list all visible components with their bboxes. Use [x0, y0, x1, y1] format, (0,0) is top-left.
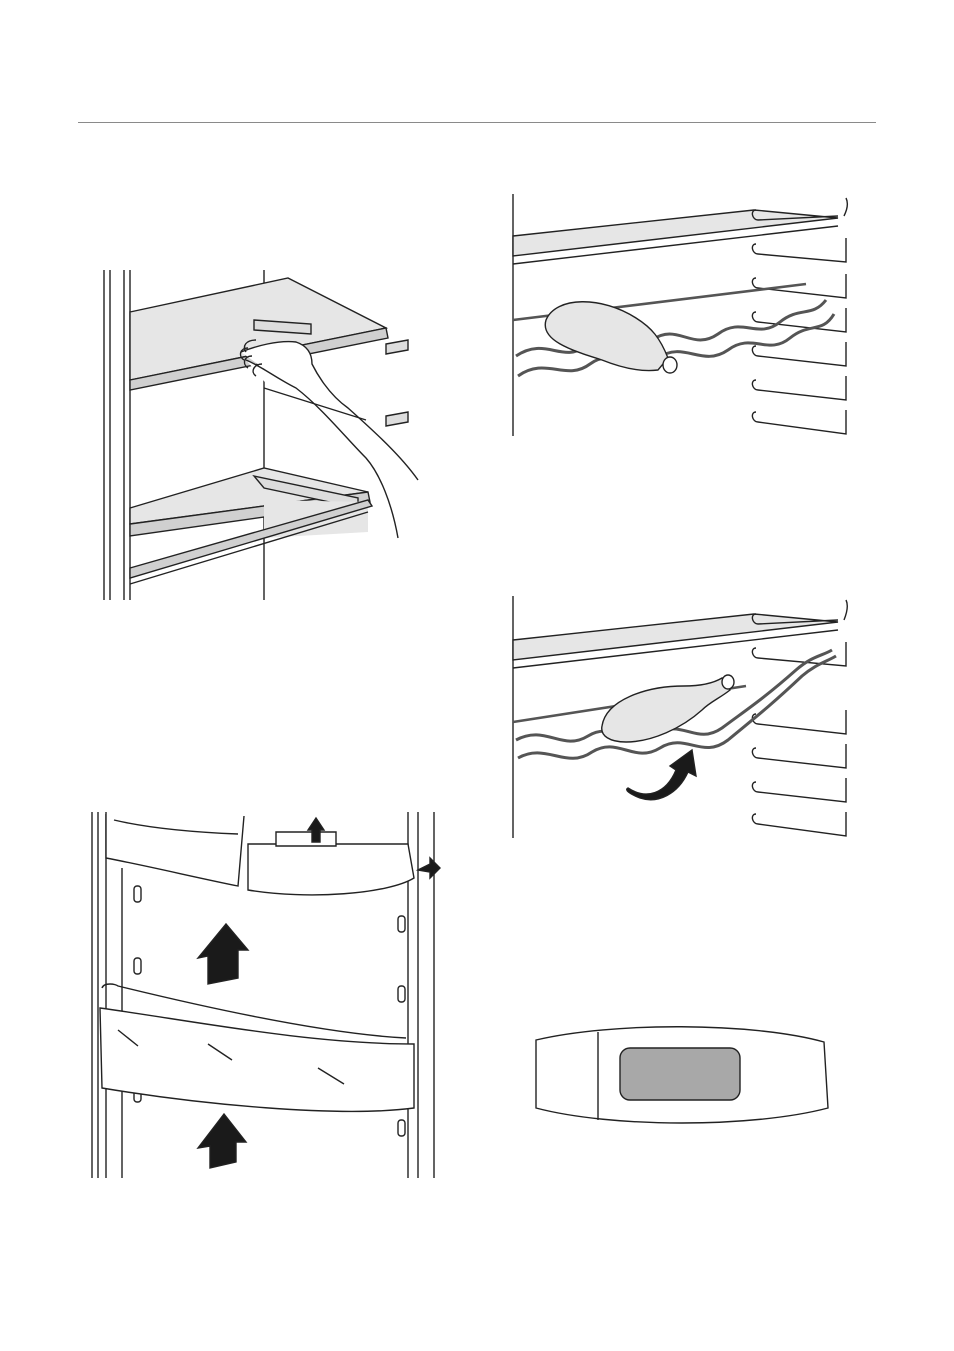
shelf-removal-illustration [96, 268, 426, 603]
label-tag-illustration [532, 1020, 832, 1130]
header-rule [78, 122, 876, 123]
wine-rack-bottle-illustration [506, 188, 851, 438]
wine-rack-tilt-illustration [506, 590, 851, 840]
door-bins-illustration [88, 808, 444, 1180]
